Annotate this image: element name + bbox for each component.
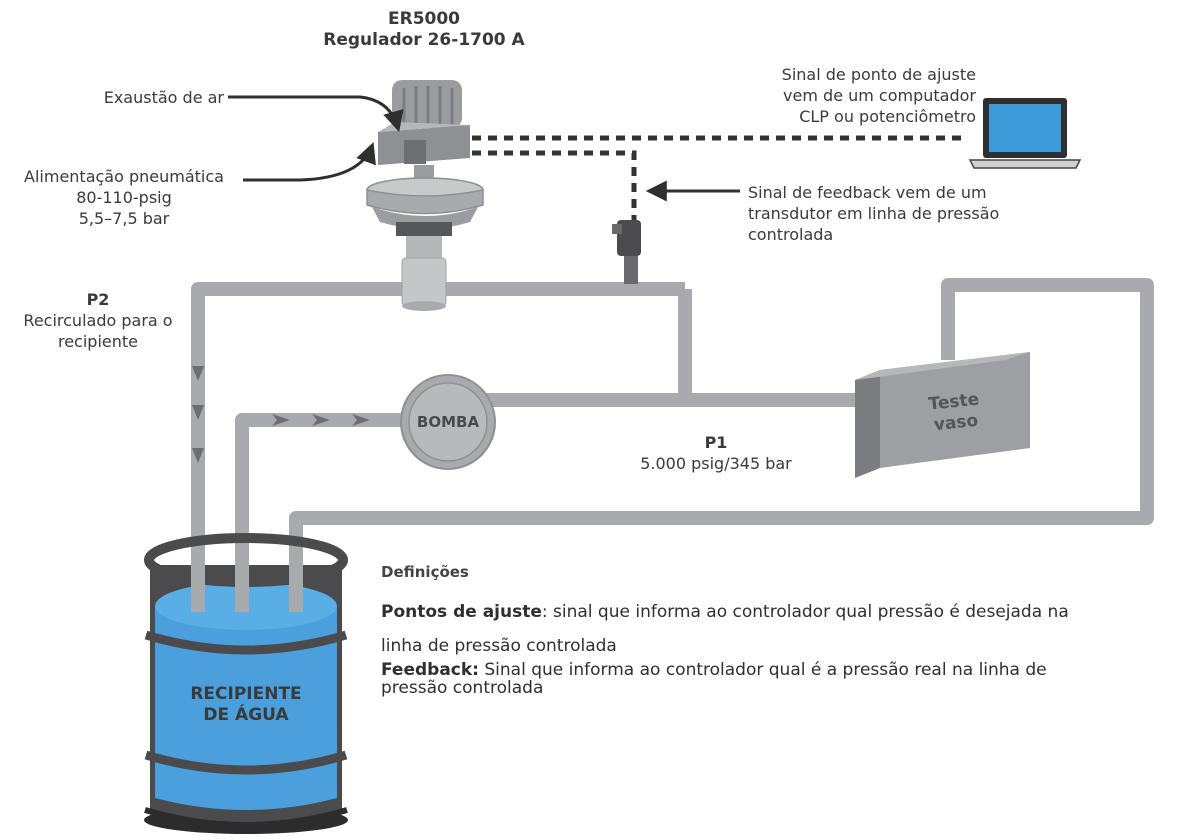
setpoint-term: Pontos de ajuste <box>381 602 542 622</box>
setpoint-signal-label: Sinal de ponto de ajuste vem de um compu… <box>700 64 976 127</box>
flow-arrows-inlet <box>272 414 370 426</box>
pipe-network <box>191 278 1154 605</box>
feedback-line-1: Sinal de feedback vem de um <box>748 183 987 202</box>
pump-label: BOMBA <box>416 413 480 431</box>
setpoint-definition-cont: linha de pressão controlada <box>381 636 617 656</box>
water-tank <box>144 533 348 834</box>
regulator-model: ER5000 <box>387 9 461 29</box>
p1-title: P1 <box>704 433 728 452</box>
signal-lines <box>472 135 966 220</box>
setpoint-definition: Pontos de ajuste: sinal que informa ao c… <box>381 595 1196 629</box>
test-vessel <box>855 352 1030 478</box>
flow-arrows-p2 <box>192 366 204 463</box>
water-tank-label: RECIPIENTE DE ÁGUA <box>166 684 326 726</box>
p2-line-2: recipiente <box>57 332 138 351</box>
supply-arrow <box>243 142 376 182</box>
laptop <box>968 98 1082 169</box>
feedback-definition-text: Sinal que informa ao controlador qual é … <box>478 660 1047 680</box>
p2-title: P2 <box>86 290 110 309</box>
feedback-definition: Feedback: Sinal que informa ao controlad… <box>381 659 1196 681</box>
p1-value: 5.000 psig/345 bar <box>640 454 792 473</box>
tank-line-2: DE ÁGUA <box>203 705 289 725</box>
setpoint-definition-text: : sinal que informa ao controlador qual … <box>541 602 1069 622</box>
regulator-title: ER5000 Regulador 26-1700 A <box>300 9 548 51</box>
regulator-assembly <box>366 80 484 311</box>
p1-label: P1 5.000 psig/345 bar <box>616 432 816 474</box>
pressure-transducer <box>612 220 641 284</box>
return-pipe <box>289 278 1154 605</box>
p2-label: P2 Recirculado para o recipiente <box>0 289 196 352</box>
feedback-line-3: controlada <box>748 225 834 244</box>
definitions-title: Definições <box>381 563 469 581</box>
supply-line-3: 5,5–7,5 bar <box>78 209 170 228</box>
feedback-definition-cont: pressão controlada <box>381 678 544 698</box>
feedback-line-2: transdutor em linha de pressão <box>748 204 1000 223</box>
feedback-term: Feedback: <box>381 660 479 680</box>
tank-line-1: RECIPIENTE <box>190 684 302 704</box>
setpoint-line-1: Sinal de ponto de ajuste <box>781 65 976 84</box>
feedback-signal-label: Sinal de feedback vem de um transdutor e… <box>748 182 1048 245</box>
regulator-name: Regulador 26-1700 A <box>323 30 525 50</box>
callout-arrows <box>228 95 740 202</box>
pump-inlet-pipe <box>235 413 405 605</box>
p2-recirculation-pipe <box>191 282 685 605</box>
setpoint-line-3: CLP ou potenciômetro <box>799 107 976 126</box>
definitions-panel: Definições Pontos de ajuste: sinal que i… <box>381 563 1196 699</box>
exhaust-arrow <box>228 95 404 133</box>
p2-line-1: Recirculado para o <box>23 311 173 330</box>
pneumatic-supply-label: Alimentação pneumática 80-110-psig 5,5–7… <box>8 166 240 229</box>
supply-line-2: 80-110-psig <box>76 188 172 207</box>
setpoint-line-2: vem de um computador <box>783 86 976 105</box>
supply-line-1: Alimentação pneumática <box>24 167 224 186</box>
pump <box>400 374 496 470</box>
exhaust-label: Exaustão de ar <box>103 88 224 107</box>
